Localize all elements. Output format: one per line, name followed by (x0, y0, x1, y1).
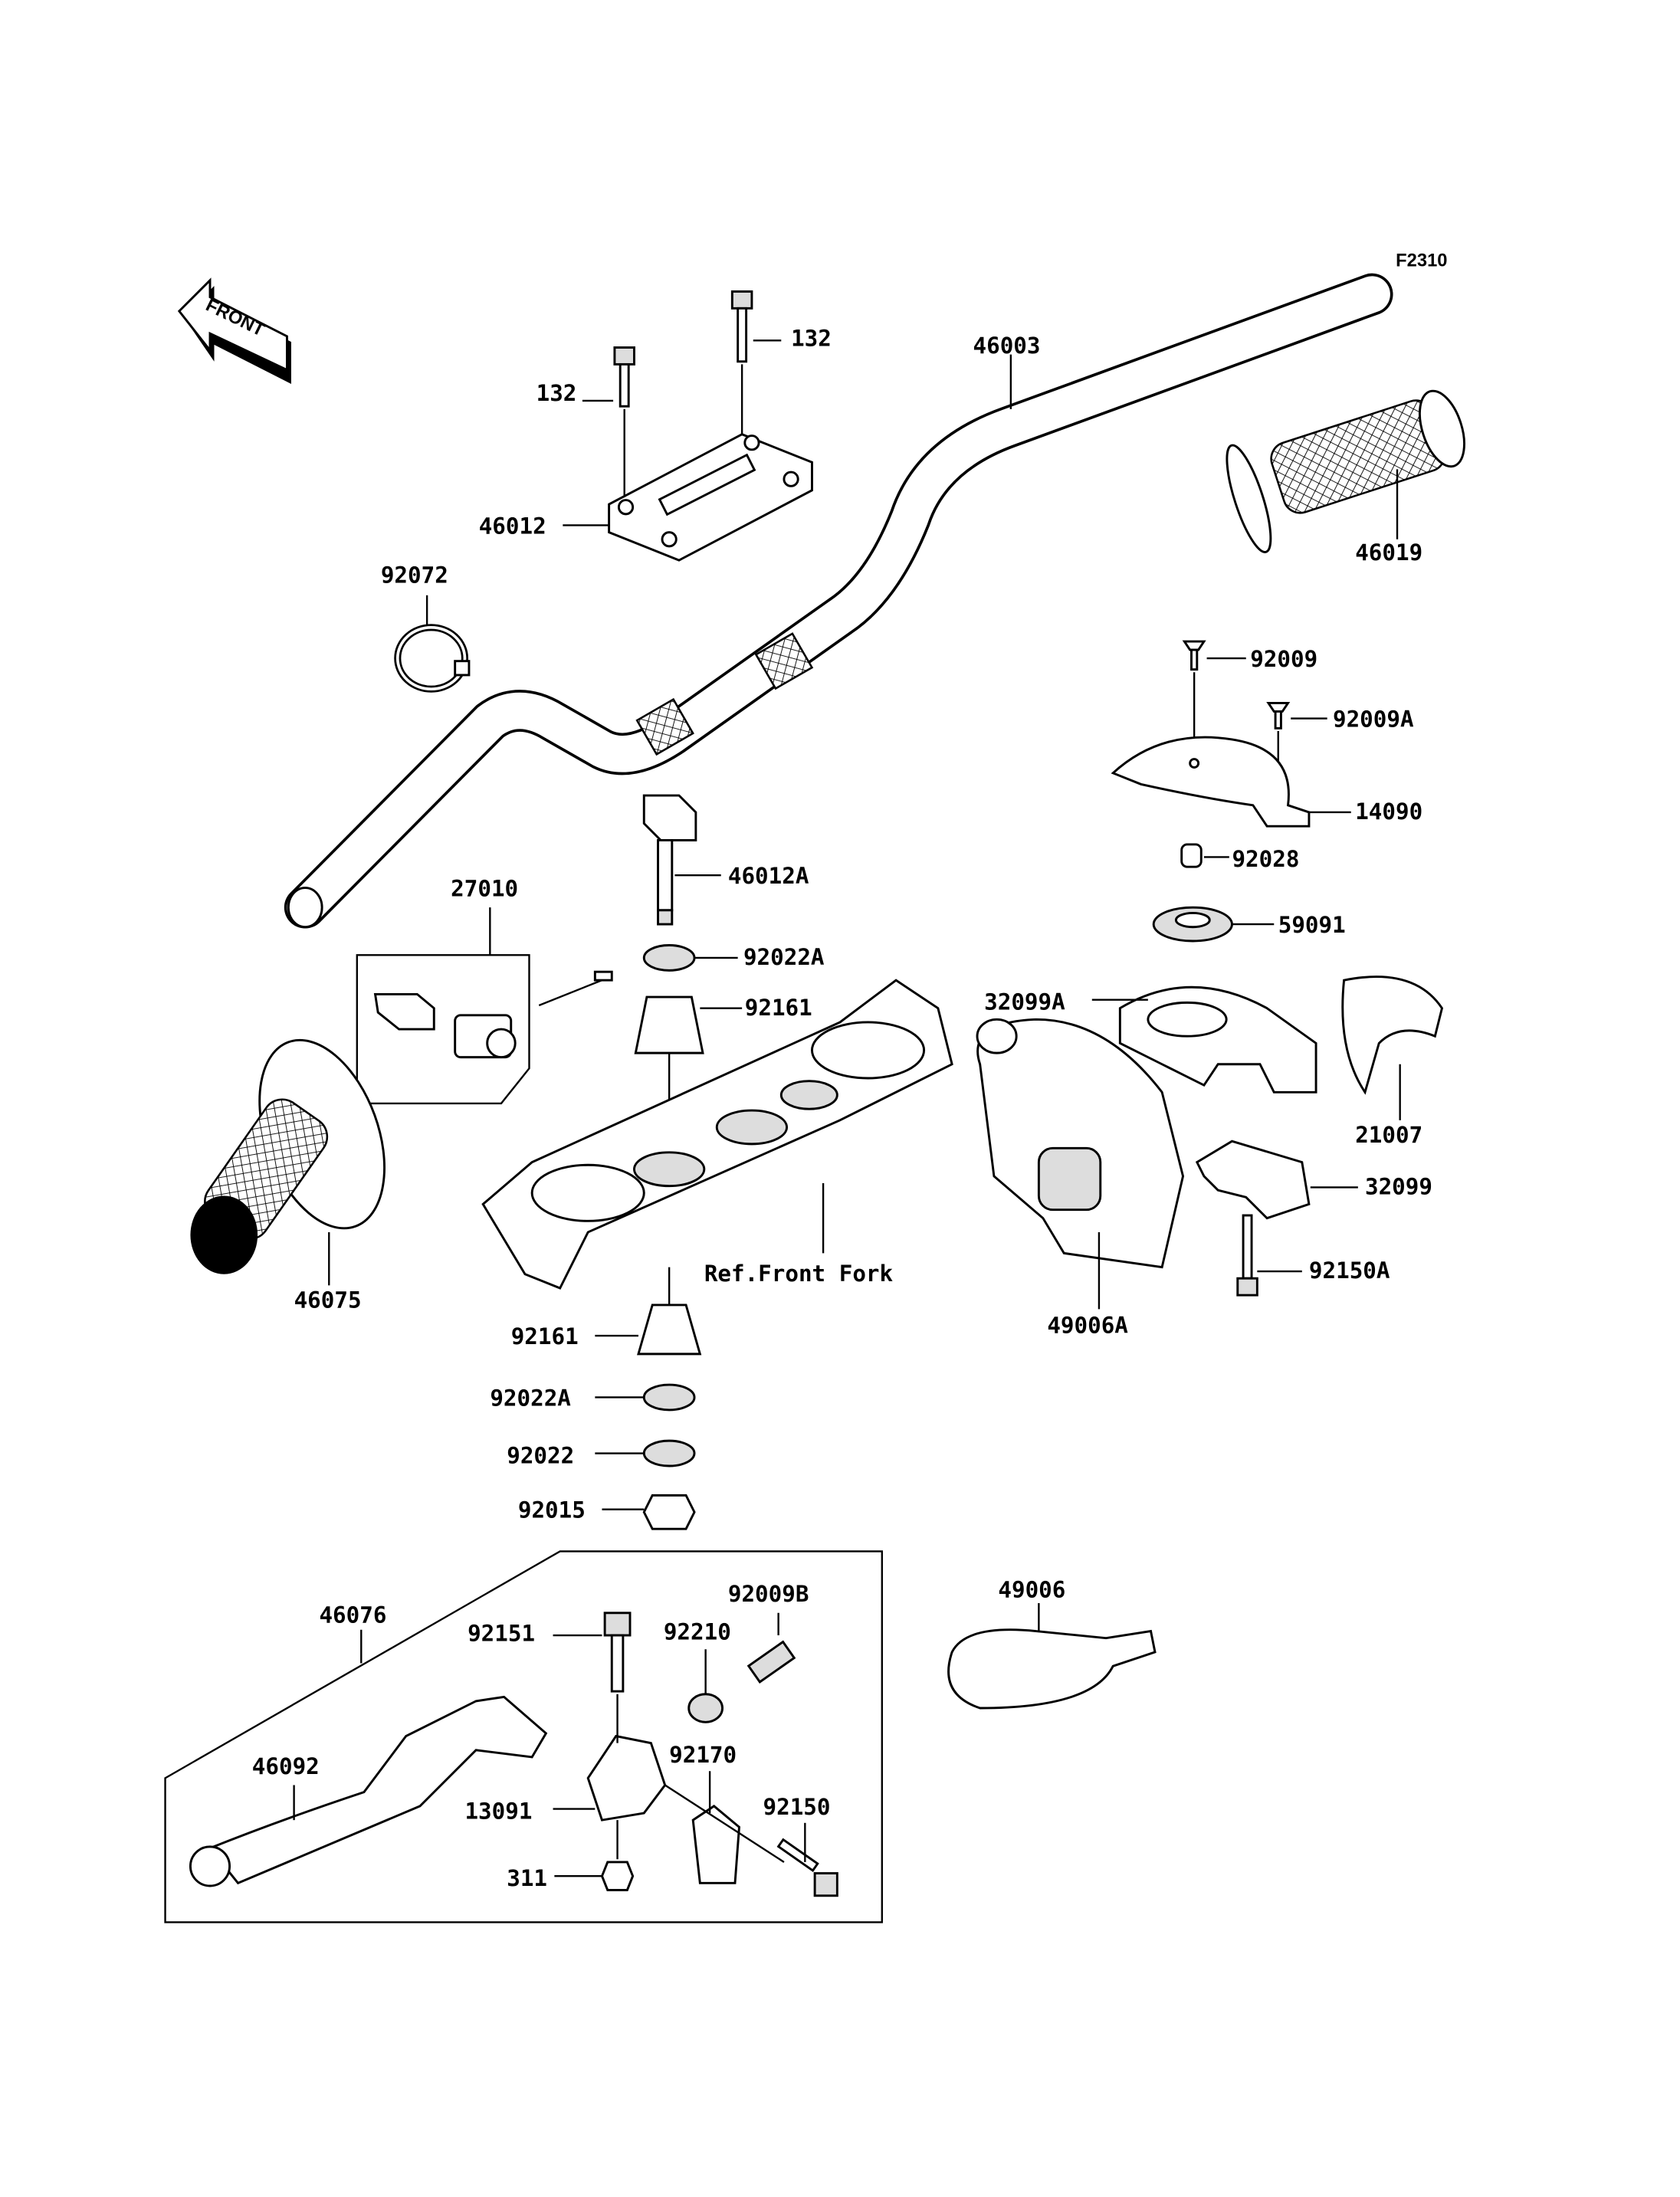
pulley (1152, 906, 1233, 943)
triple-clamp (481, 979, 953, 1290)
part-label[interactable]: 32099 (1365, 1174, 1432, 1200)
part-label[interactable]: 27010 (451, 876, 518, 902)
collar (1180, 843, 1203, 868)
part-label[interactable]: 92150 (763, 1794, 831, 1820)
part-label[interactable]: 59091 (1278, 912, 1346, 938)
throttle-housing-upper (1118, 985, 1317, 1094)
part-label[interactable]: 92009B (728, 1581, 809, 1607)
part-label[interactable]: 92009 (1250, 646, 1317, 672)
rubber-damper (634, 995, 704, 1054)
part-label[interactable]: 92210 (664, 1619, 731, 1645)
part-label[interactable]: 132 (536, 380, 577, 406)
ref-note: Ref.Front Fork (704, 1261, 894, 1287)
part-label[interactable]: 46012A (728, 863, 809, 889)
part-label[interactable]: 92022A (743, 944, 825, 970)
washer-92022 (642, 1439, 696, 1467)
part-label[interactable]: 32099A (984, 989, 1065, 1015)
rubber-damper-lower (637, 1303, 702, 1356)
part-label[interactable]: 132 (791, 326, 832, 352)
part-labels: 132 132 46003 46012 92072 46019 92009 92… (252, 326, 1432, 1891)
bolt-92150a (1236, 1214, 1258, 1297)
brake-lever (189, 1695, 548, 1887)
throttle-cam (1341, 976, 1444, 1095)
throttle-housing (976, 1018, 1185, 1269)
part-label[interactable]: 46012 (479, 513, 546, 539)
part-label[interactable]: 92072 (381, 562, 448, 588)
bolt-92150 (776, 1838, 838, 1897)
diagram-code: F2310 (1396, 251, 1447, 271)
handlebar (284, 273, 1393, 929)
bolt-92151 (603, 1612, 632, 1693)
brake-lever-kit-box (164, 1550, 883, 1923)
washer (642, 944, 696, 972)
part-label[interactable]: 92028 (1232, 846, 1299, 872)
part-label[interactable]: 92009A (1333, 707, 1414, 733)
part-label[interactable]: 311 (507, 1865, 547, 1891)
part-label[interactable]: 92022 (507, 1442, 574, 1468)
part-label[interactable]: 49006 (998, 1577, 1065, 1603)
throttle-grip (1226, 389, 1465, 553)
switch-assembly (373, 970, 613, 1059)
adjuster-92210 (687, 1693, 724, 1723)
part-label[interactable]: 21007 (1355, 1122, 1422, 1148)
washer-lower (642, 1383, 696, 1412)
part-label[interactable]: 92170 (669, 1742, 737, 1768)
bolt-132 (613, 290, 753, 408)
part-label[interactable]: 46019 (1355, 539, 1422, 566)
part-label[interactable]: 92022A (490, 1385, 571, 1411)
part-label[interactable]: 92150A (1309, 1258, 1390, 1284)
part-label[interactable]: 92151 (468, 1620, 535, 1646)
nut-92015 (642, 1494, 696, 1530)
handlebar-holder (642, 794, 697, 926)
part-label[interactable]: 46003 (973, 333, 1041, 359)
part-label[interactable]: 92015 (518, 1497, 586, 1523)
part-label[interactable]: 13091 (464, 1798, 532, 1824)
wire-band (394, 624, 471, 693)
left-grip (190, 1038, 386, 1274)
handlebar-clamp (608, 433, 813, 562)
part-label[interactable]: 14090 (1355, 798, 1422, 825)
lever-holder (586, 1734, 667, 1822)
part-label[interactable]: 46092 (252, 1753, 320, 1779)
part-label[interactable]: 46076 (319, 1602, 386, 1628)
part-label[interactable]: 49006A (1047, 1312, 1128, 1338)
nut-311 (600, 1861, 635, 1891)
throttle-cover-boot (947, 1628, 1157, 1710)
part-label[interactable]: 92161 (745, 995, 812, 1021)
throttle-housing-lower (1195, 1139, 1311, 1220)
part-label[interactable]: 46075 (294, 1287, 362, 1313)
throttle-cover (1111, 736, 1311, 828)
part-label[interactable]: 92161 (511, 1323, 579, 1349)
front-arrow-icon: FRONT (177, 277, 291, 384)
adjuster-92009b (746, 1640, 796, 1684)
